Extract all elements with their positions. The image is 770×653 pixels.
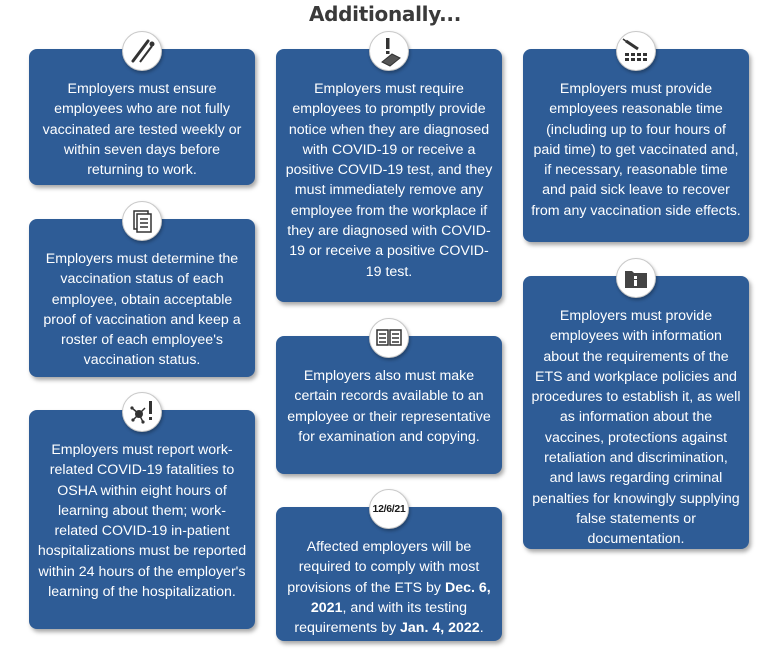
- virus-alert-icon: [122, 392, 162, 432]
- status-card: Employers must determine the vaccination…: [29, 219, 255, 377]
- records-text: Employers also must make certain records…: [287, 368, 491, 445]
- comply-card: Affected employers will be required to c…: [276, 507, 502, 641]
- time-text: Employers must provide employees reasona…: [531, 81, 741, 219]
- records-card: Employers also must make certain records…: [276, 336, 502, 474]
- comply-text-3: .: [479, 620, 484, 637]
- testing-card: Employers must ensure employees who are …: [29, 49, 255, 185]
- comply-text-1: Affected employers will be required to c…: [287, 539, 480, 596]
- notice-card: Employers must require employees to prom…: [276, 49, 502, 302]
- documents-icon: [122, 201, 162, 241]
- alert-test-icon: [369, 31, 409, 71]
- status-text: Employers must determine the vaccination…: [43, 251, 241, 369]
- report-card: Employers must report work-related COVID…: [29, 410, 255, 629]
- info-folder-icon: [616, 258, 656, 298]
- notice-text: Employers must require employees to prom…: [285, 81, 493, 280]
- info-text: Employers must provide employees with in…: [531, 308, 741, 548]
- records-icon: [369, 318, 409, 358]
- comply-date-2: Jan. 4, 2022: [400, 620, 480, 637]
- time-card: Employers must provide employees reasona…: [523, 49, 749, 242]
- comply-date-1: Dec. 6, 2021: [310, 579, 491, 616]
- info-card: Employers must provide employees with in…: [523, 276, 749, 549]
- report-text: Employers must report work-related COVID…: [37, 442, 247, 601]
- page-title: Additionally...: [308, 2, 462, 26]
- comply-text-2: , and with its testing requirements by: [294, 599, 468, 637]
- syringe-calendar-icon: [616, 31, 656, 71]
- comply-text: Affected employers will be required to c…: [284, 537, 494, 638]
- testing-text: Employers must ensure employees who are …: [42, 81, 242, 179]
- test-swab-icon: [122, 31, 162, 71]
- calendar-date-icon: 12/6/21: [369, 489, 409, 529]
